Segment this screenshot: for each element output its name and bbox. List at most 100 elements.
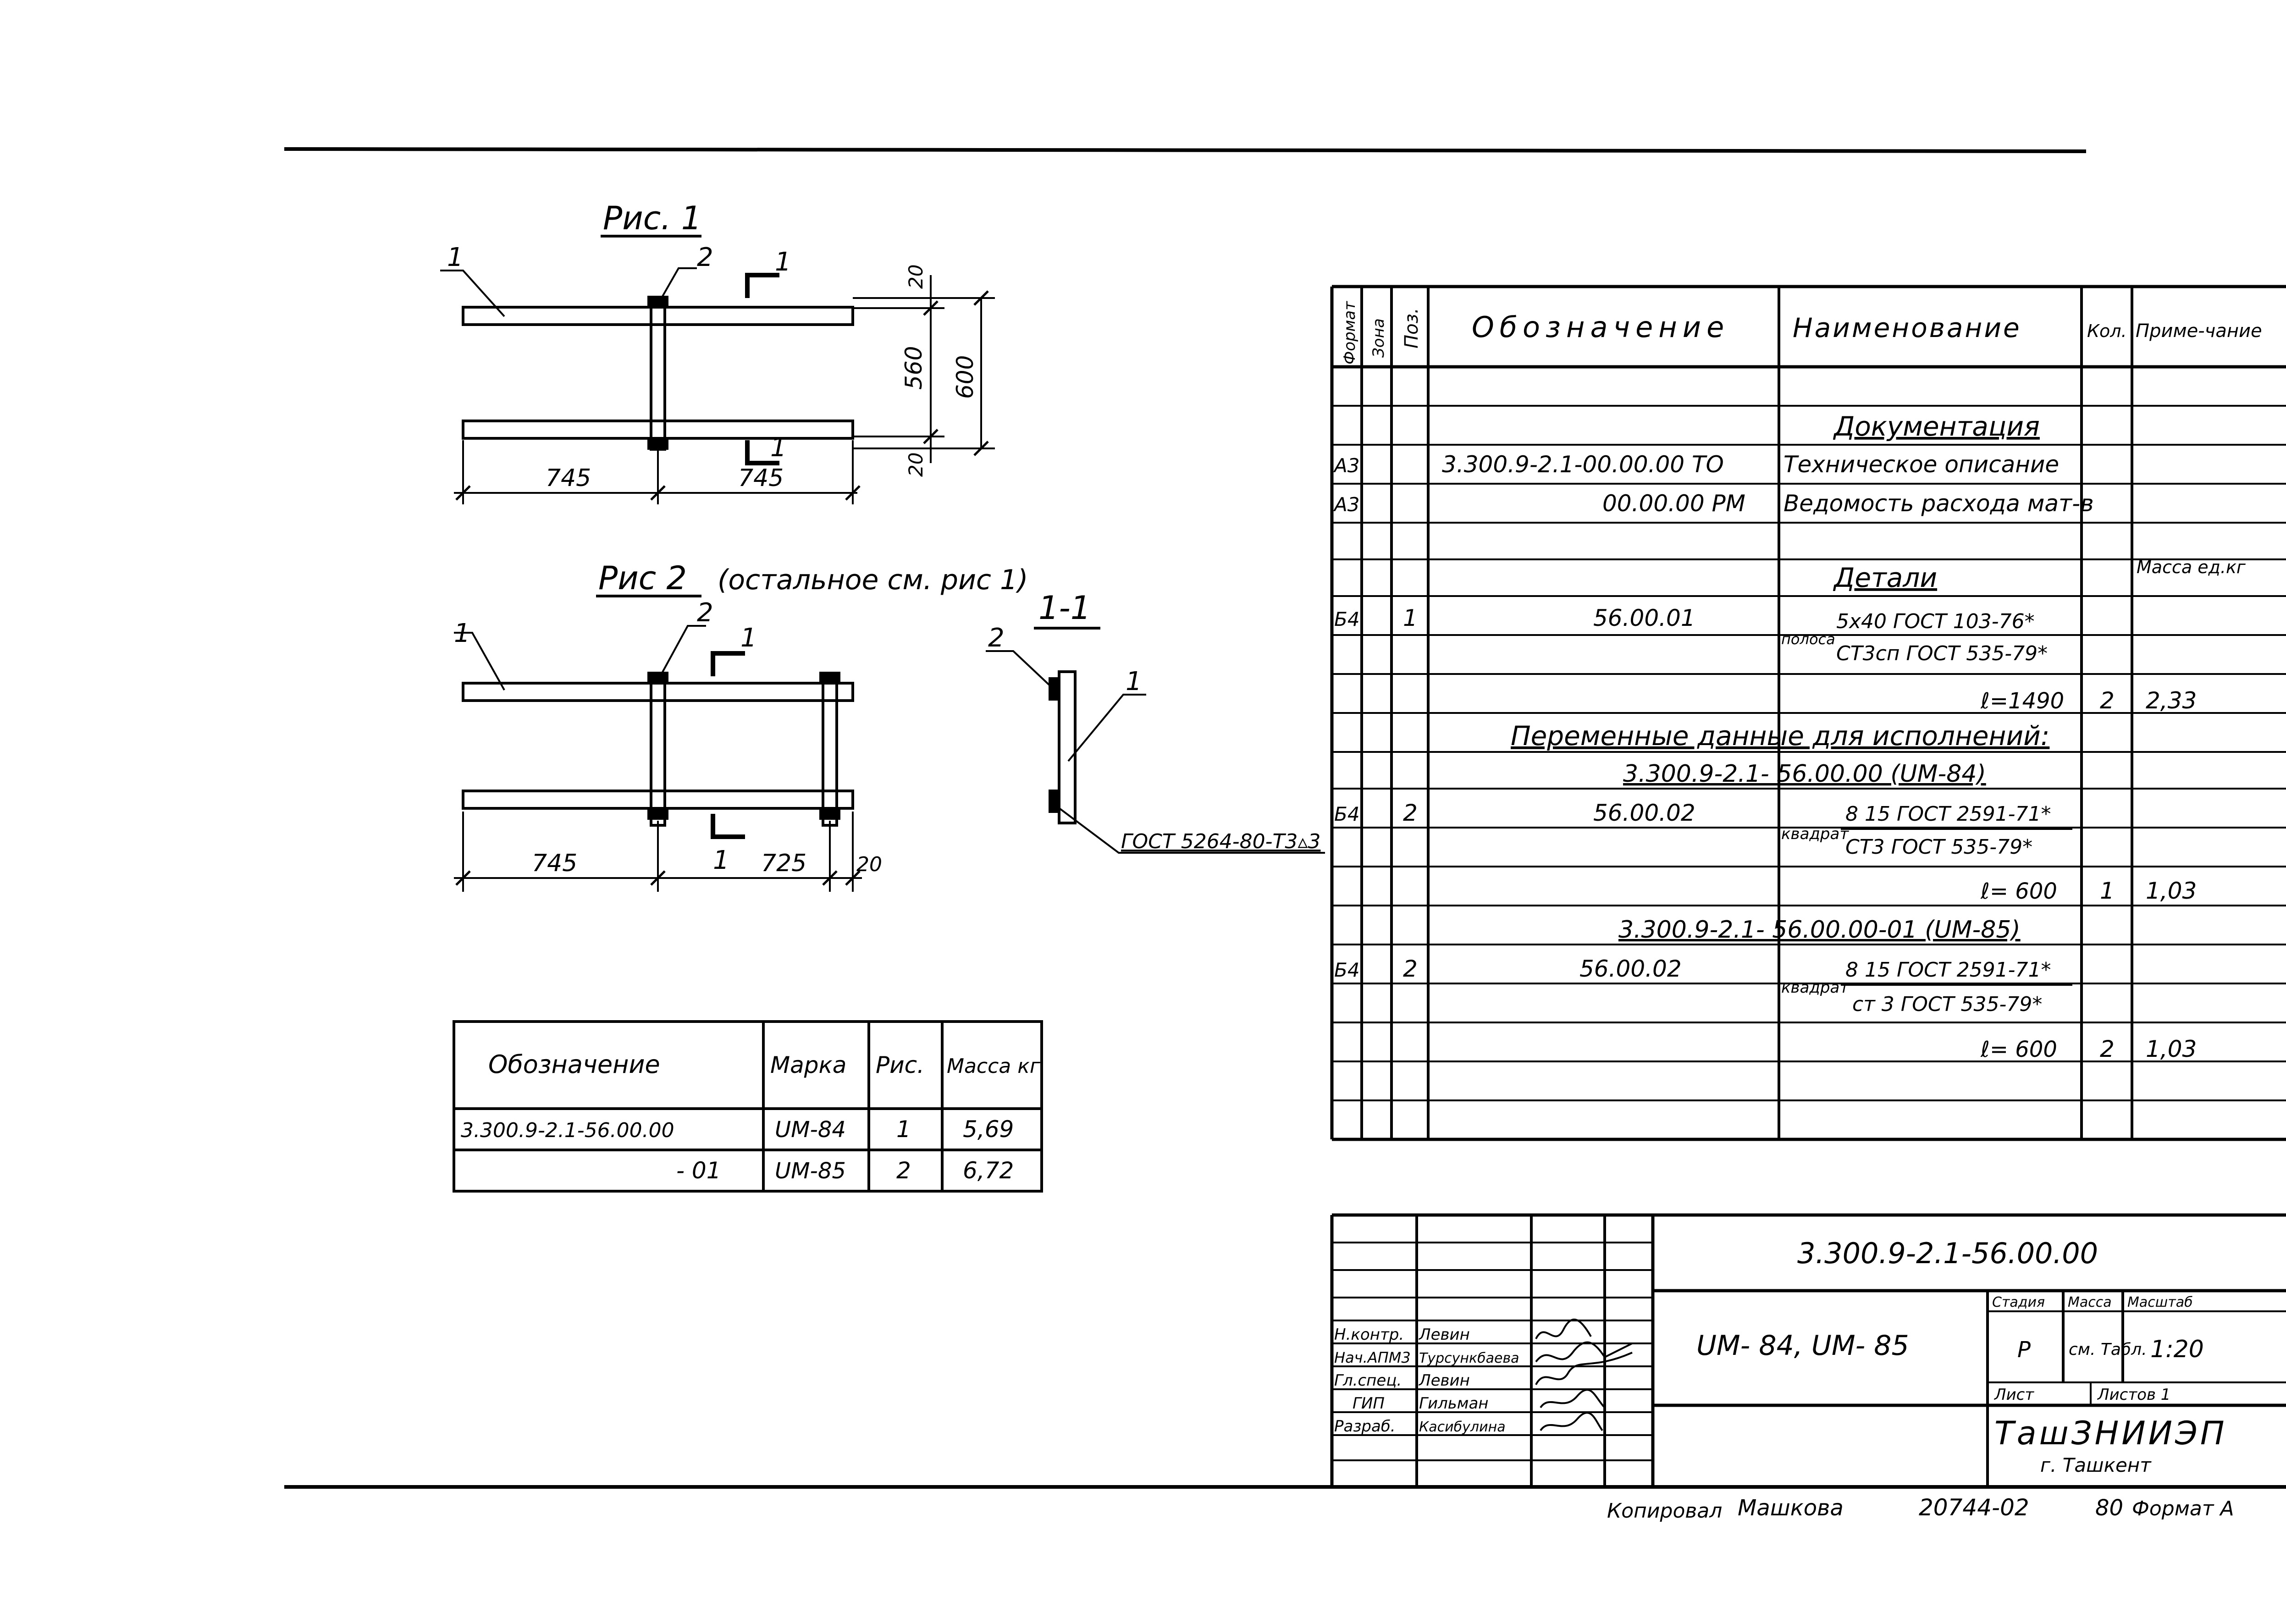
fig2-rod-right-cap-bot (819, 807, 840, 820)
spec-item3-line2: ст 3 ГОСТ 535-79* (1852, 993, 2042, 1016)
marks-header-designation: Обозначение (488, 1050, 660, 1079)
spec-doc2-designation: 00.00.00 РМ (1602, 490, 1745, 517)
spec-head-qty: Кол. (2087, 321, 2127, 341)
tb-name-2: Левин (1418, 1371, 1470, 1390)
fig1-pos1-label: 1 (447, 243, 464, 272)
section-leader-2 (986, 650, 1053, 689)
spec-item1-qty: 2 (2100, 687, 2115, 714)
spec-doc2-name: Ведомость расхода мат-в (1784, 490, 2094, 517)
fig2-cut-bot-label: 1 (713, 845, 729, 875)
signature-scribble-4 (1540, 1389, 1606, 1409)
spec-item3-format: Б4 (1334, 959, 1360, 981)
spec-head-designation: Обозначение (1472, 310, 1729, 344)
tb-stage-head: Стадия (1992, 1294, 2045, 1310)
spec-table: Формат Зона Поз. Обозначение Наименовани… (1330, 285, 2286, 1141)
fig2-rod-right (822, 673, 838, 827)
marks-row1-designation: 3.300.9-2.1-56.00.00 (461, 1119, 674, 1142)
marks-row2-mark: UM-85 (775, 1158, 846, 1184)
fig2-dim-tick-3 (822, 870, 838, 886)
figure-1-title: Рис. 1 (603, 199, 701, 237)
fig2-cut-top-label: 1 (740, 623, 757, 653)
tb-scale-head: Масштаб (2127, 1294, 2193, 1310)
spec-variable-title: Переменные данные для исполнений: (1511, 720, 2049, 751)
fig2-leader-1 (454, 632, 505, 690)
fig2-leader-2 (659, 625, 706, 677)
tb-product: UM- 84, UM- 85 (1696, 1330, 1909, 1362)
footer: Копировал Машкова 20744-02 80 Формат А (1607, 1494, 2234, 1523)
fig1-dim-vtick-1 (923, 300, 939, 316)
spec-item2-length: ℓ= 600 (1980, 878, 2057, 904)
section-1-1: 1-1 2 1 ГОСТ 5264-80-Т3▵3 (986, 589, 1325, 854)
fig1-dim-tick-2 (650, 485, 666, 501)
spec-item2-format: Б4 (1334, 803, 1360, 825)
spec-var2: 3.300.9-2.1- 56.00.00-01 (UM-85) (1618, 916, 2021, 944)
fig1-dim-tick-1 (455, 485, 471, 501)
fig1-bottom-bar (462, 420, 854, 440)
fig1-cut-mark-bot (745, 440, 779, 465)
fig2-rod-right-cap-top (819, 672, 840, 685)
spec-item1-line2: СТ3сп ГОСТ 535-79* (1836, 642, 2048, 665)
signature-scribble-2 (1535, 1341, 1633, 1363)
tb-name-0: Левин (1418, 1326, 1470, 1344)
section-leader-1 (1067, 694, 1146, 762)
fig1-dim-top20-label: 20 (905, 265, 927, 289)
fig1-dim-bot20-label: 20 (905, 453, 927, 477)
fig2-cut-mark-top (711, 651, 745, 676)
marks-header-fig: Рис. (876, 1052, 924, 1078)
figure-2-title: Рис 2 (598, 559, 687, 597)
spec-item2-qty: 1 (2100, 878, 2115, 904)
footer-copier-name: Машкова (1738, 1495, 1844, 1521)
tb-mass-head: Масса (2068, 1294, 2112, 1310)
fig2-dim-mid-label: 725 (761, 850, 806, 877)
fig1-dim-left-label: 745 (546, 464, 591, 492)
figure-1: Рис. 1 1 2 1 1 745 745 (440, 199, 995, 504)
fig2-dim-tick-1 (455, 870, 471, 886)
spec-item1-pos: 1 (1403, 605, 1418, 631)
fig2-dim-tick-2 (650, 870, 666, 886)
tb-mass: см. Табл. (2069, 1340, 2147, 1359)
tb-role-2: Гл.спец. (1334, 1371, 1402, 1390)
footer-format: Формат А (2132, 1497, 2234, 1520)
fig2-bottom-bar (462, 790, 854, 810)
fig1-rod-cap-bot (647, 437, 668, 450)
tb-name-4: Касибулина (1419, 1419, 1506, 1435)
section-pos1-label: 1 (1126, 667, 1142, 696)
fig1-pos2-label: 2 (697, 243, 713, 272)
spec-item2-line1: 8 15 ГОСТ 2591-71* (1845, 802, 2051, 826)
section-rod-bot (1049, 790, 1060, 813)
fig2-dim-tick-4 (845, 870, 861, 886)
marks-header-mass: Масса кг (947, 1055, 1041, 1078)
spec-head-pos: Поз. (1401, 308, 1422, 348)
fig2-dim-left-label: 745 (532, 850, 577, 877)
spec-doc1-format: А3 (1333, 454, 1359, 477)
spec-head-name: Наименование (1793, 312, 2021, 343)
fig1-dim-560-label: 560 (900, 346, 927, 390)
tb-role-0: Н.контр. (1334, 1326, 1404, 1344)
fig1-dim-vtick-4 (973, 441, 989, 456)
spec-item3-mass: 1,03 (2146, 1036, 2197, 1062)
marks-table: Обозначение Марка Рис. Масса кг 3.300.9-… (453, 1020, 1043, 1193)
spec-doc2-format: А3 (1333, 493, 1359, 516)
figure-2: Рис 2 (остальное см. рис 1) 1 2 1 1 745 … (454, 559, 1028, 892)
spec-doc1-designation: 3.300.9-2.1-00.00.00 ТО (1442, 451, 1724, 478)
spec-item2-mass: 1,03 (2146, 878, 2197, 904)
top-border-line (284, 147, 2087, 153)
spec-item1-format: Б4 (1334, 608, 1360, 630)
spec-section-details: Детали (1833, 562, 1937, 593)
marks-row1-mark: UM-84 (775, 1117, 846, 1143)
title-block: 3.300.9-2.1-56.00.00 UM- 84, UM- 85 Стад… (1330, 1213, 2286, 1487)
spec-item3-prefix: квадрат (1781, 978, 1849, 997)
spec-item1-length: ℓ=1490 (1980, 688, 2064, 714)
footer-sheet-no: 80 (2095, 1495, 2123, 1521)
spec-item3-pos: 2 (1403, 956, 1418, 982)
spec-var1: 3.300.9-2.1- 56.00.00 (UM-84) (1623, 760, 1986, 788)
tb-org: ТашЗНИИЭП (1994, 1414, 2227, 1452)
fig1-cut-bot-label: 1 (770, 433, 787, 463)
tb-stage: Р (2017, 1337, 2031, 1363)
fig2-pos2-label: 2 (697, 598, 713, 628)
fig1-leader-1 (440, 270, 505, 317)
fig1-cut-mark-top (745, 273, 779, 298)
section-weld-leader (1054, 804, 1325, 854)
spec-item3-line1: 8 15 ГОСТ 2591-71* (1845, 958, 2051, 982)
fig2-rod-left-cap-top (647, 672, 668, 685)
